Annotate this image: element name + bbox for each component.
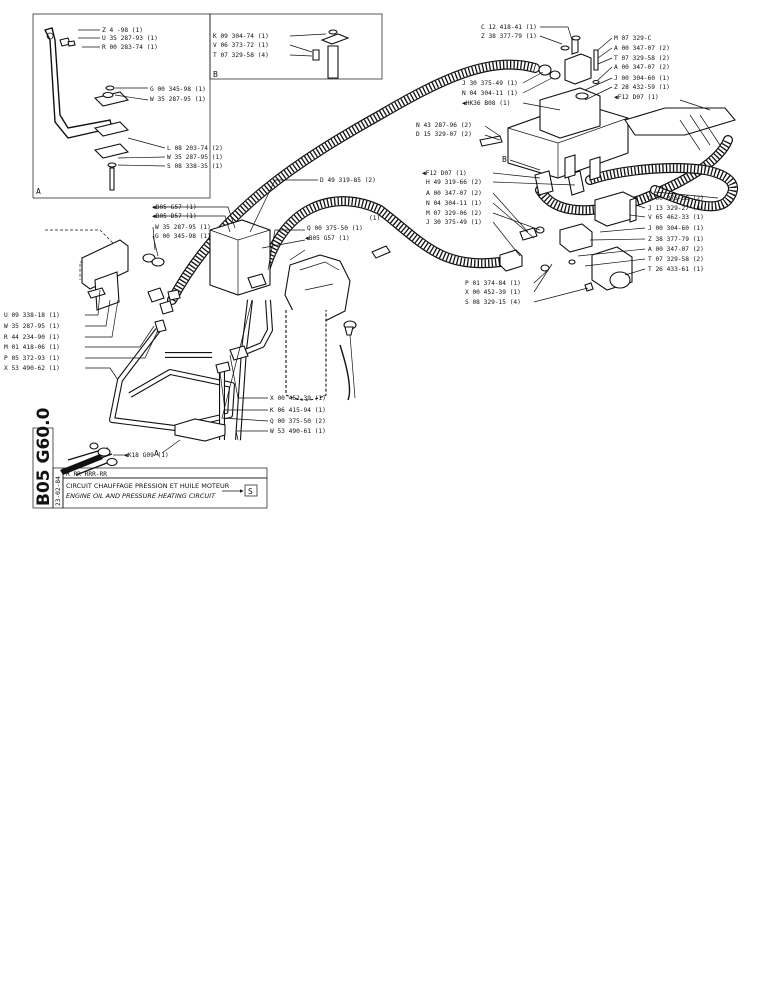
label-w53490: W 53 490-61 (1)	[270, 428, 326, 435]
label-j00304-a: J 00 304-60 (1)	[614, 75, 670, 82]
label-p01374: P 01 374-84 (1)	[465, 280, 521, 287]
label-j30375-b: J 30 375-49 (1)	[426, 219, 482, 226]
inset-a-label-5: W 35 287-95 (1)	[150, 96, 206, 103]
label-n04304-a: N 04 304-11 (1)	[462, 90, 518, 97]
sheet-code: B05 G60.0	[34, 407, 54, 506]
label-z38377-a: Z 38 377-79 (1)	[481, 33, 537, 40]
label-filter-qty: (1)	[369, 215, 380, 222]
inset-a-label-3: R 00 283-74 (1)	[102, 44, 158, 51]
label-m01418: M 01 418-06 (1)	[4, 344, 60, 351]
label-q00375-c: Q 00 375-50 (2)	[648, 195, 704, 202]
label-a00347-c: A 00 347-07 (2)	[426, 190, 482, 197]
inset-b-tag: B	[213, 70, 218, 79]
marker-b: B	[502, 155, 507, 164]
inset-a-tag: A	[36, 187, 41, 196]
label-p05372: P 05 372-93 (1)	[4, 355, 60, 362]
title-block: B05 G60.0 23-02-84 R RR RRR-RR CIRCUIT C…	[32, 407, 268, 509]
label-b05g57-b: ◀B05 G57 (1)	[305, 235, 350, 242]
title-french: CIRCUIT CHAUFFAGE PRESSION ET HUILE MOTE…	[66, 482, 230, 490]
label-w35287-b: W 35 287-95 (1)	[155, 224, 211, 231]
marker-a: A	[154, 449, 159, 458]
label-n04304-b: N 04 304-11 (1)	[426, 200, 482, 207]
left-brackets	[45, 219, 271, 442]
inset-a-label-7: W 35 287-95 (1)	[167, 154, 223, 161]
label-a00347-a: A 00 347-07 (2)	[614, 45, 670, 52]
inset-b-label-1: K 09 304-74 (1)	[213, 33, 269, 40]
see-ref: S	[248, 487, 253, 496]
inset-b-label-2: V 06 373-72 (1)	[213, 42, 269, 49]
label-f12d07-b: ◀F12 D07 (1)	[422, 170, 467, 177]
label-h49319: H 49 319-66 (2)	[426, 179, 482, 186]
leader-lines	[85, 26, 719, 456]
label-d49319: D 49 319-85 (2)	[320, 177, 376, 184]
label-hk36b08: ◀HK36 B08 (1)	[462, 100, 510, 107]
label-f12d07-a: ◀F12 D07 (1)	[614, 94, 659, 101]
label-q00375-b: Q 00 375-50 (2)	[270, 418, 326, 425]
inset-a: A Z 4 -98 (1) U 35 287-93 (1) R 00 283-7…	[32, 13, 223, 199]
label-c12418: C 12 418-41 (1)	[481, 24, 537, 31]
label-g00345: G 00 345-98 (1)	[155, 233, 211, 240]
label-x00452-a: X 00 452-39 (1)	[270, 395, 326, 402]
label-d15329: D 15 329-07 (2)	[416, 131, 472, 138]
valve-block	[479, 35, 736, 196]
label-a00347-d: A 00 347-07 (2)	[648, 246, 704, 253]
inset-b: B K 09 304-74 (1) V 06 373-72 (1) T 07 3…	[209, 13, 383, 80]
label-b05d57: ◀B05 D57 (1)	[152, 213, 197, 220]
inset-a-label-1: Z 4 -98 (1)	[102, 27, 143, 34]
label-s08329: S 08 329-15 (4)	[465, 299, 521, 306]
label-z38377-b: Z 38 377-79 (1)	[648, 236, 704, 243]
label-v65462: V 65 462-33 (1)	[648, 214, 704, 221]
inset-a-label-4: G 00 345-98 (1)	[150, 86, 206, 93]
label-n43287: N 43 287-96 (2)	[416, 122, 472, 129]
inset-a-label-2: U 35 287-93 (1)	[102, 35, 158, 42]
label-k18g09: ◀K18 G09 (1)	[124, 452, 169, 459]
ref-code: R RR RRR-RR	[66, 471, 107, 478]
title-english: ENGINE OIL AND PRESSURE HEATING CIRCUIT	[66, 492, 216, 500]
label-j30375-a: J 30 375-49 (1)	[462, 80, 518, 87]
label-m07329c: M 07 329-C	[614, 35, 652, 42]
date-code: 23-02-84	[55, 476, 62, 506]
tap-block	[499, 191, 637, 292]
label-w35287-a: W 35 287-95 (1)	[4, 323, 60, 330]
label-a00347-b: A 00 347-07 (2)	[614, 64, 670, 71]
label-u09338: U 09 338-18 (1)	[4, 312, 60, 319]
inset-a-label-8: S 08 338-35 (1)	[167, 163, 223, 170]
label-j00304-b: J 00 304-60 (1)	[648, 225, 704, 232]
label-x00452-b: X 00 452-39 (1)	[465, 289, 521, 296]
label-t07329-b: T 07 329-58 (2)	[648, 256, 704, 263]
inset-a-label-6: L 08 203-74 (2)	[167, 145, 223, 152]
inset-b-label-3: T 07 329-58 (4)	[213, 52, 269, 59]
label-m07329: M 07 329-06 (2)	[426, 210, 482, 217]
label-r44234: R 44 234-90 (1)	[4, 334, 60, 341]
label-q00375-a: Q 00 375-50 (1)	[307, 225, 363, 232]
label-x53490: X 53 490-62 (1)	[4, 365, 60, 372]
label-t26433: T 26 433-61 (1)	[648, 266, 704, 273]
label-j13329: J 13 329-27 (4)	[648, 205, 704, 212]
label-t07329-a: T 07 329-58 (2)	[614, 55, 670, 62]
oil-filter	[215, 245, 391, 401]
label-k06415: K 06 415-94 (1)	[270, 407, 326, 414]
label-z28432: Z 28 432-59 (1)	[614, 84, 670, 91]
label-b05g57-a: ◀B05 G57 (1)	[152, 204, 197, 211]
part-labels: U 09 338-18 (1) W 35 287-95 (1) R 44 234…	[4, 24, 704, 459]
